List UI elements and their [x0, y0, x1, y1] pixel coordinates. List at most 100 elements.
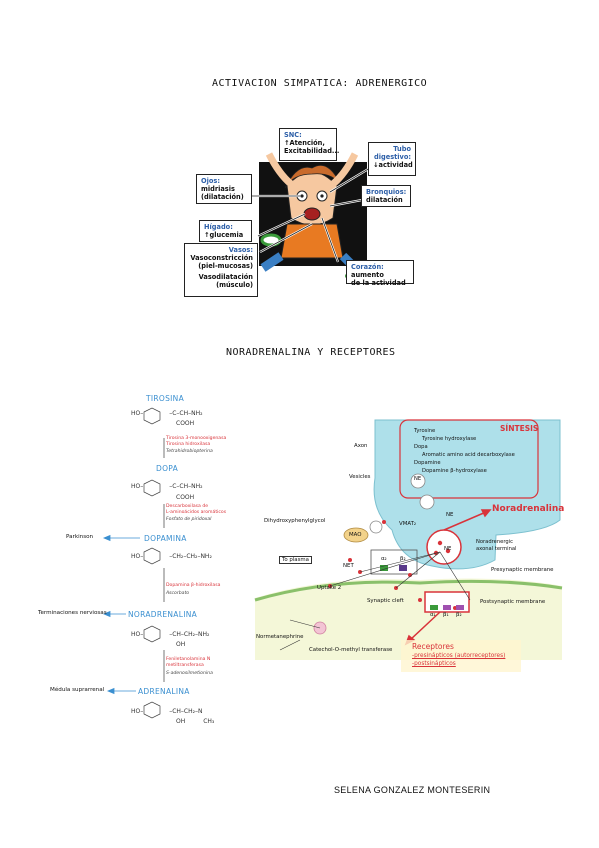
vasos-text2: (piel-mucosas) — [198, 262, 253, 270]
sintesis-line-5: Dopamine β-hydroxylase — [422, 468, 487, 474]
sintesis-steps: Tyrosine Tyrosine hydroxylase Dopa Aroma… — [414, 427, 515, 483]
snc-box: SNC: ↑Atención, Excitabilidad... — [279, 128, 340, 161]
corazon-text1: aumento — [351, 271, 384, 279]
label-noradrenergic-line1: Noradrenergic — [476, 539, 513, 545]
label-noradrenergic-line2: axonal terminal — [476, 546, 517, 552]
higado-text1: ↑glucemia — [204, 231, 244, 239]
sintesis-line-1: Tyrosine hydroxylase — [422, 436, 477, 442]
label-normetanephrine: Normetanephrine — [256, 634, 304, 640]
label-postsynaptic: Postsynaptic membrane — [480, 599, 546, 605]
label-ne-center: NE — [444, 546, 452, 552]
cofactor-2: Fosfato de piridoxal — [166, 517, 212, 522]
label-axon: Axon — [354, 443, 368, 449]
label-ne-vesicle: NE — [446, 512, 454, 518]
snc-text1: ↑Atención, — [284, 139, 325, 147]
corazon-box: Corazón: aumento de la actividad — [346, 260, 414, 287]
corazon-line1: Corazón: aumento — [351, 263, 409, 279]
label-presynaptic: Presynaptic membrane — [491, 567, 554, 573]
stage-adrenalina: ADRENALINA — [138, 687, 190, 696]
side-terminaciones: Terminaciones nerviosas — [38, 610, 107, 616]
stage-noradrenalina: NORADRENALINA — [128, 610, 198, 619]
label-comt: Catechol-O-methyl transferase — [309, 647, 393, 653]
snc-text2: Excitabilidad... — [284, 147, 340, 155]
noradrenalina-label: Noradrenalina — [492, 504, 565, 514]
tubo-text1: ↓actividad — [373, 161, 413, 169]
label-uptake2: Uptake 2 — [317, 585, 342, 591]
author-name: SELENA GONZALEZ MONTESERIN — [334, 785, 491, 795]
side-medula: Médula suprarrenal — [50, 687, 105, 693]
tirosina-formula: HO––C–CH–NH₂ — [131, 410, 203, 417]
bronquios-box: Bronquios: dilatación — [361, 185, 411, 207]
vasos-text3: Vasodilatación — [198, 273, 253, 281]
enzyme-2-line2: L-aminoácidos aromáticos — [166, 509, 227, 515]
section2-title: NORADRENALINA Y RECEPTORES — [226, 347, 396, 358]
sintesis-line-6: NE — [414, 476, 422, 482]
label-b2-post: β₂ — [456, 612, 462, 618]
sintesis-line-0: Tyrosine — [414, 428, 436, 434]
enzyme-1-line1: Tirosina 3-monooxigenasa — [166, 436, 227, 441]
higado-head: Hígado: — [204, 223, 233, 231]
vasos-head: Vasos: — [228, 246, 253, 254]
label-vesicles: Vesicles — [349, 474, 371, 480]
bronquios-text1: dilatación — [366, 196, 403, 204]
label-alpha2: α₂ — [381, 556, 387, 562]
stage-dopa: DOPA — [156, 464, 179, 473]
noradrenalina-formula-oh: OH — [176, 641, 186, 648]
label-net: NET — [343, 563, 354, 569]
sintesis-line-2: Dopa — [414, 444, 428, 450]
tirosina-formula-cooh: COOH — [176, 420, 195, 427]
noradrenalina-formula: HO––CH–CH₂–NH₂ — [131, 631, 210, 638]
ojos-text2: (dilatación) — [201, 193, 244, 201]
enzyme-1-line2: Tirosina hidroxilasa — [166, 441, 211, 447]
snc-head: SNC: — [284, 131, 302, 139]
higado-box: Hígado: ↑glucemia — [199, 220, 252, 242]
cofactor-1: Tetrahidrobiopterina — [166, 449, 213, 454]
label-mao: MAO — [349, 532, 362, 538]
enzyme-4-line1: Feniletanolamina N — [166, 657, 211, 662]
adrenalina-formula: HO––CH–CH₂–N — [131, 708, 203, 715]
vasos-text1: Vasoconstricción — [190, 254, 253, 262]
ojos-text1: midriasis — [201, 185, 235, 193]
label-beta2-pre: β₂ — [400, 556, 406, 562]
label-b1: β₁ — [443, 612, 449, 618]
vasos-box: Vasos: Vasoconstricción (piel-mucosas) V… — [184, 243, 258, 297]
ojos-head: Ojos: — [201, 177, 220, 185]
corazon-head: Corazón: — [351, 263, 384, 271]
vasos-text4: (músculo) — [216, 281, 253, 289]
bronquios-head: Bronquios: — [366, 188, 407, 196]
cofactor-3: Ascorbato — [166, 591, 190, 596]
sintesis-line-3: Aromatic amino acid decarboxylase — [422, 452, 515, 458]
receptores-title: Receptores — [412, 642, 454, 651]
section1-title: ACTIVACION SIMPATICA: ADRENERGICO — [212, 78, 428, 89]
label-dihydroxy: Dihydroxyphenylglycol — [264, 518, 326, 524]
label-to-plasma: To plasma — [279, 556, 312, 564]
cofactor-4: S-adenosilmetionina — [166, 671, 213, 676]
sintesis-title: SÍNTESIS — [500, 424, 539, 433]
tubo-box: Tubo digestivo: ↓actividad — [368, 142, 416, 176]
stage-tirosina: TIROSINA — [146, 394, 185, 403]
label-vmat: VMAT₂ — [399, 521, 417, 527]
side-parkinson: Parkinson — [66, 534, 94, 540]
receptores-line2: -postsinápticos — [412, 661, 456, 667]
dopa-formula-cooh: COOH — [176, 494, 195, 501]
tubo-head2: digestivo: — [374, 153, 411, 161]
label-a1: α₁ — [430, 612, 436, 618]
dopamina-formula: HO––CH₂–CH₂–NH₂ — [131, 553, 212, 560]
enzyme-3: Dopamina β-hidroxilasa — [166, 583, 221, 588]
tubo-head: Tubo — [393, 145, 411, 153]
enzyme-4-line2: metiltransferasa — [166, 662, 204, 668]
ojos-box: Ojos: midriasis (dilatación) — [196, 174, 252, 204]
label-synaptic-cleft: Synaptic cleft — [367, 598, 404, 604]
sintesis-line-4: Dopamine — [414, 460, 441, 466]
dopa-formula: HO––C–CH–NH₂ — [131, 483, 203, 490]
stage-dopamina: DOPAMINA — [144, 534, 187, 543]
receptores-line1: -presinápticos (autorreceptores) — [412, 653, 506, 659]
